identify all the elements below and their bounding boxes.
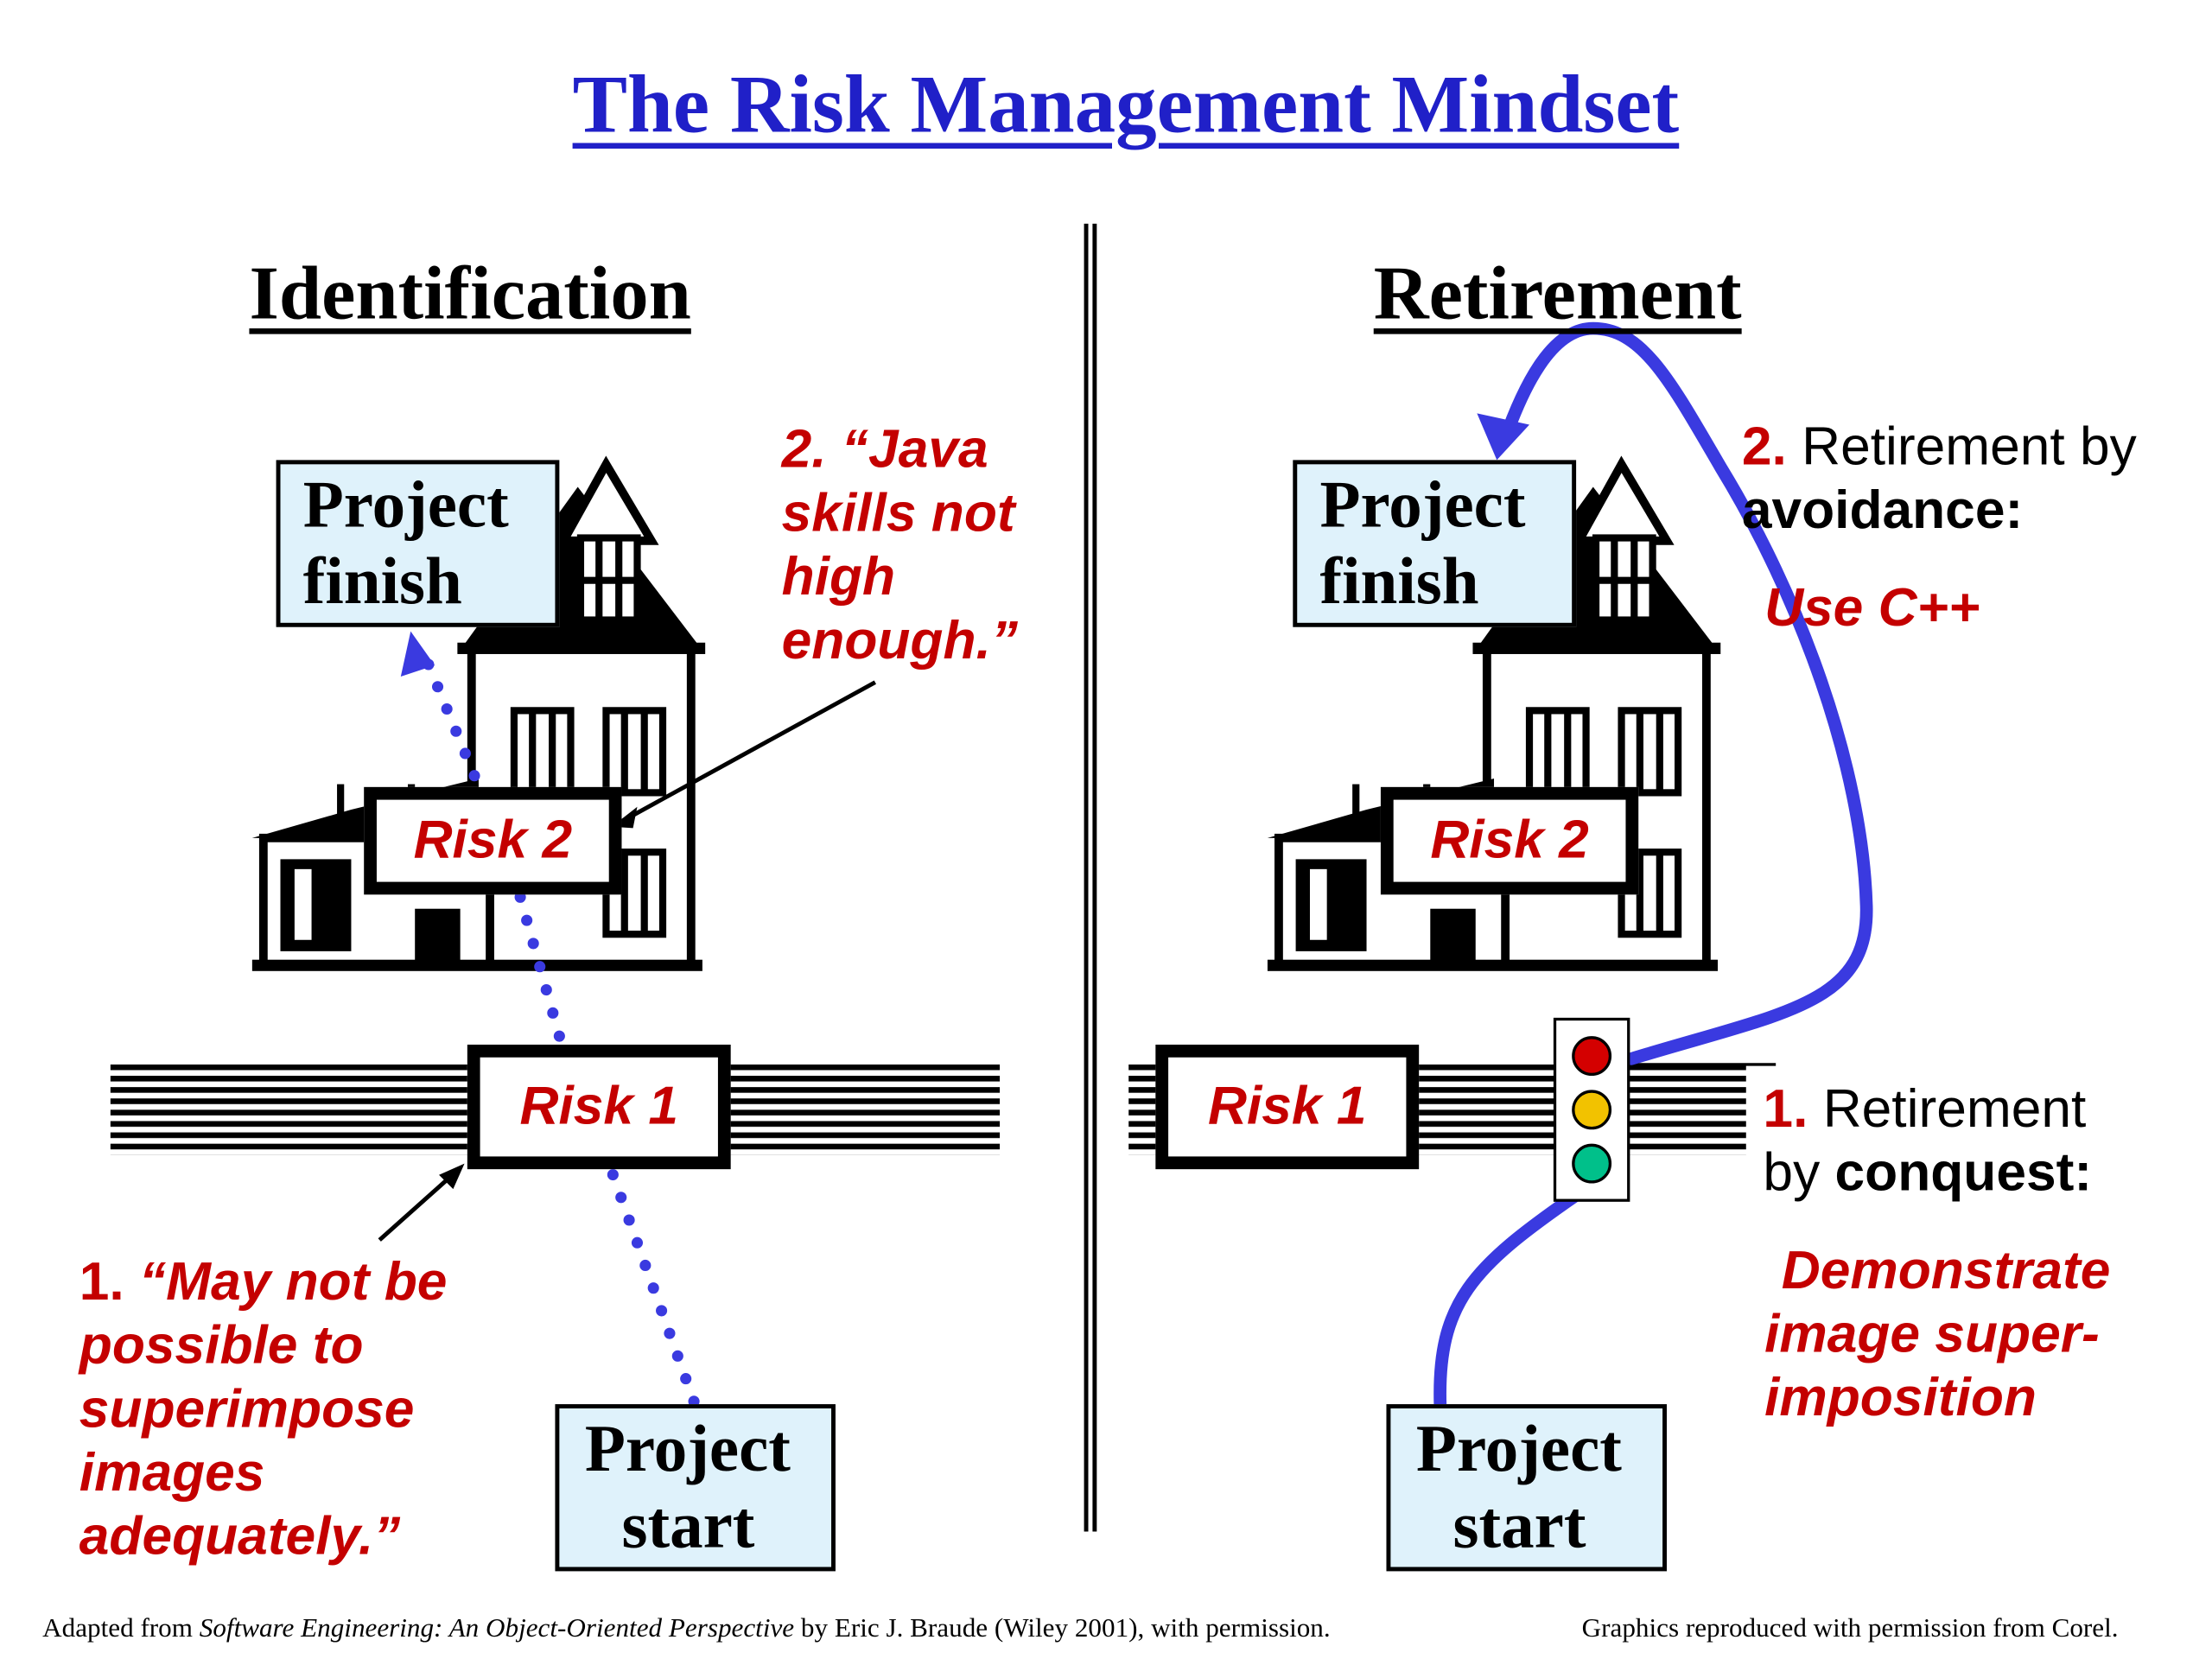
left-risk2-sign: Risk 2 (364, 786, 622, 895)
traffic-light-green (1572, 1143, 1612, 1184)
note-retirement-conquest: 1. Retirement by conquest: (1763, 1079, 2093, 1204)
heading-retirement: Retirement (1373, 250, 1742, 336)
traffic-light (1553, 1017, 1630, 1202)
traffic-light-red (1572, 1036, 1612, 1077)
left-risk1-sign: Risk 1 (467, 1044, 731, 1170)
right-path-upper (1497, 321, 1873, 1065)
traffic-light-yellow (1572, 1090, 1612, 1130)
right-path-lower (1433, 1189, 1581, 1411)
right-path-arrowhead (1477, 413, 1530, 461)
action-demonstrate-superimposition: Demonstrate image super- imposition (1764, 1241, 2111, 1428)
action-use-cpp: Use C++ (1764, 579, 1980, 639)
note-retirement-avoidance: 2. Retirement by avoidance: (1741, 417, 2137, 541)
page-title: The Risk Management Mindset (572, 58, 1680, 150)
footer-source-credit: Adapted from Software Engineering: An Ob… (42, 1613, 1331, 1643)
right-risk1-sign: Risk 1 (1155, 1044, 1420, 1170)
heading-identification: Identification (249, 250, 691, 336)
footer-graphics-credit: Graphics reproduced with permission from… (1581, 1613, 2119, 1643)
left-path-arrowhead (400, 631, 435, 677)
right-risk2-sign: Risk 2 (1380, 786, 1639, 895)
quote2-pointer (616, 680, 877, 826)
